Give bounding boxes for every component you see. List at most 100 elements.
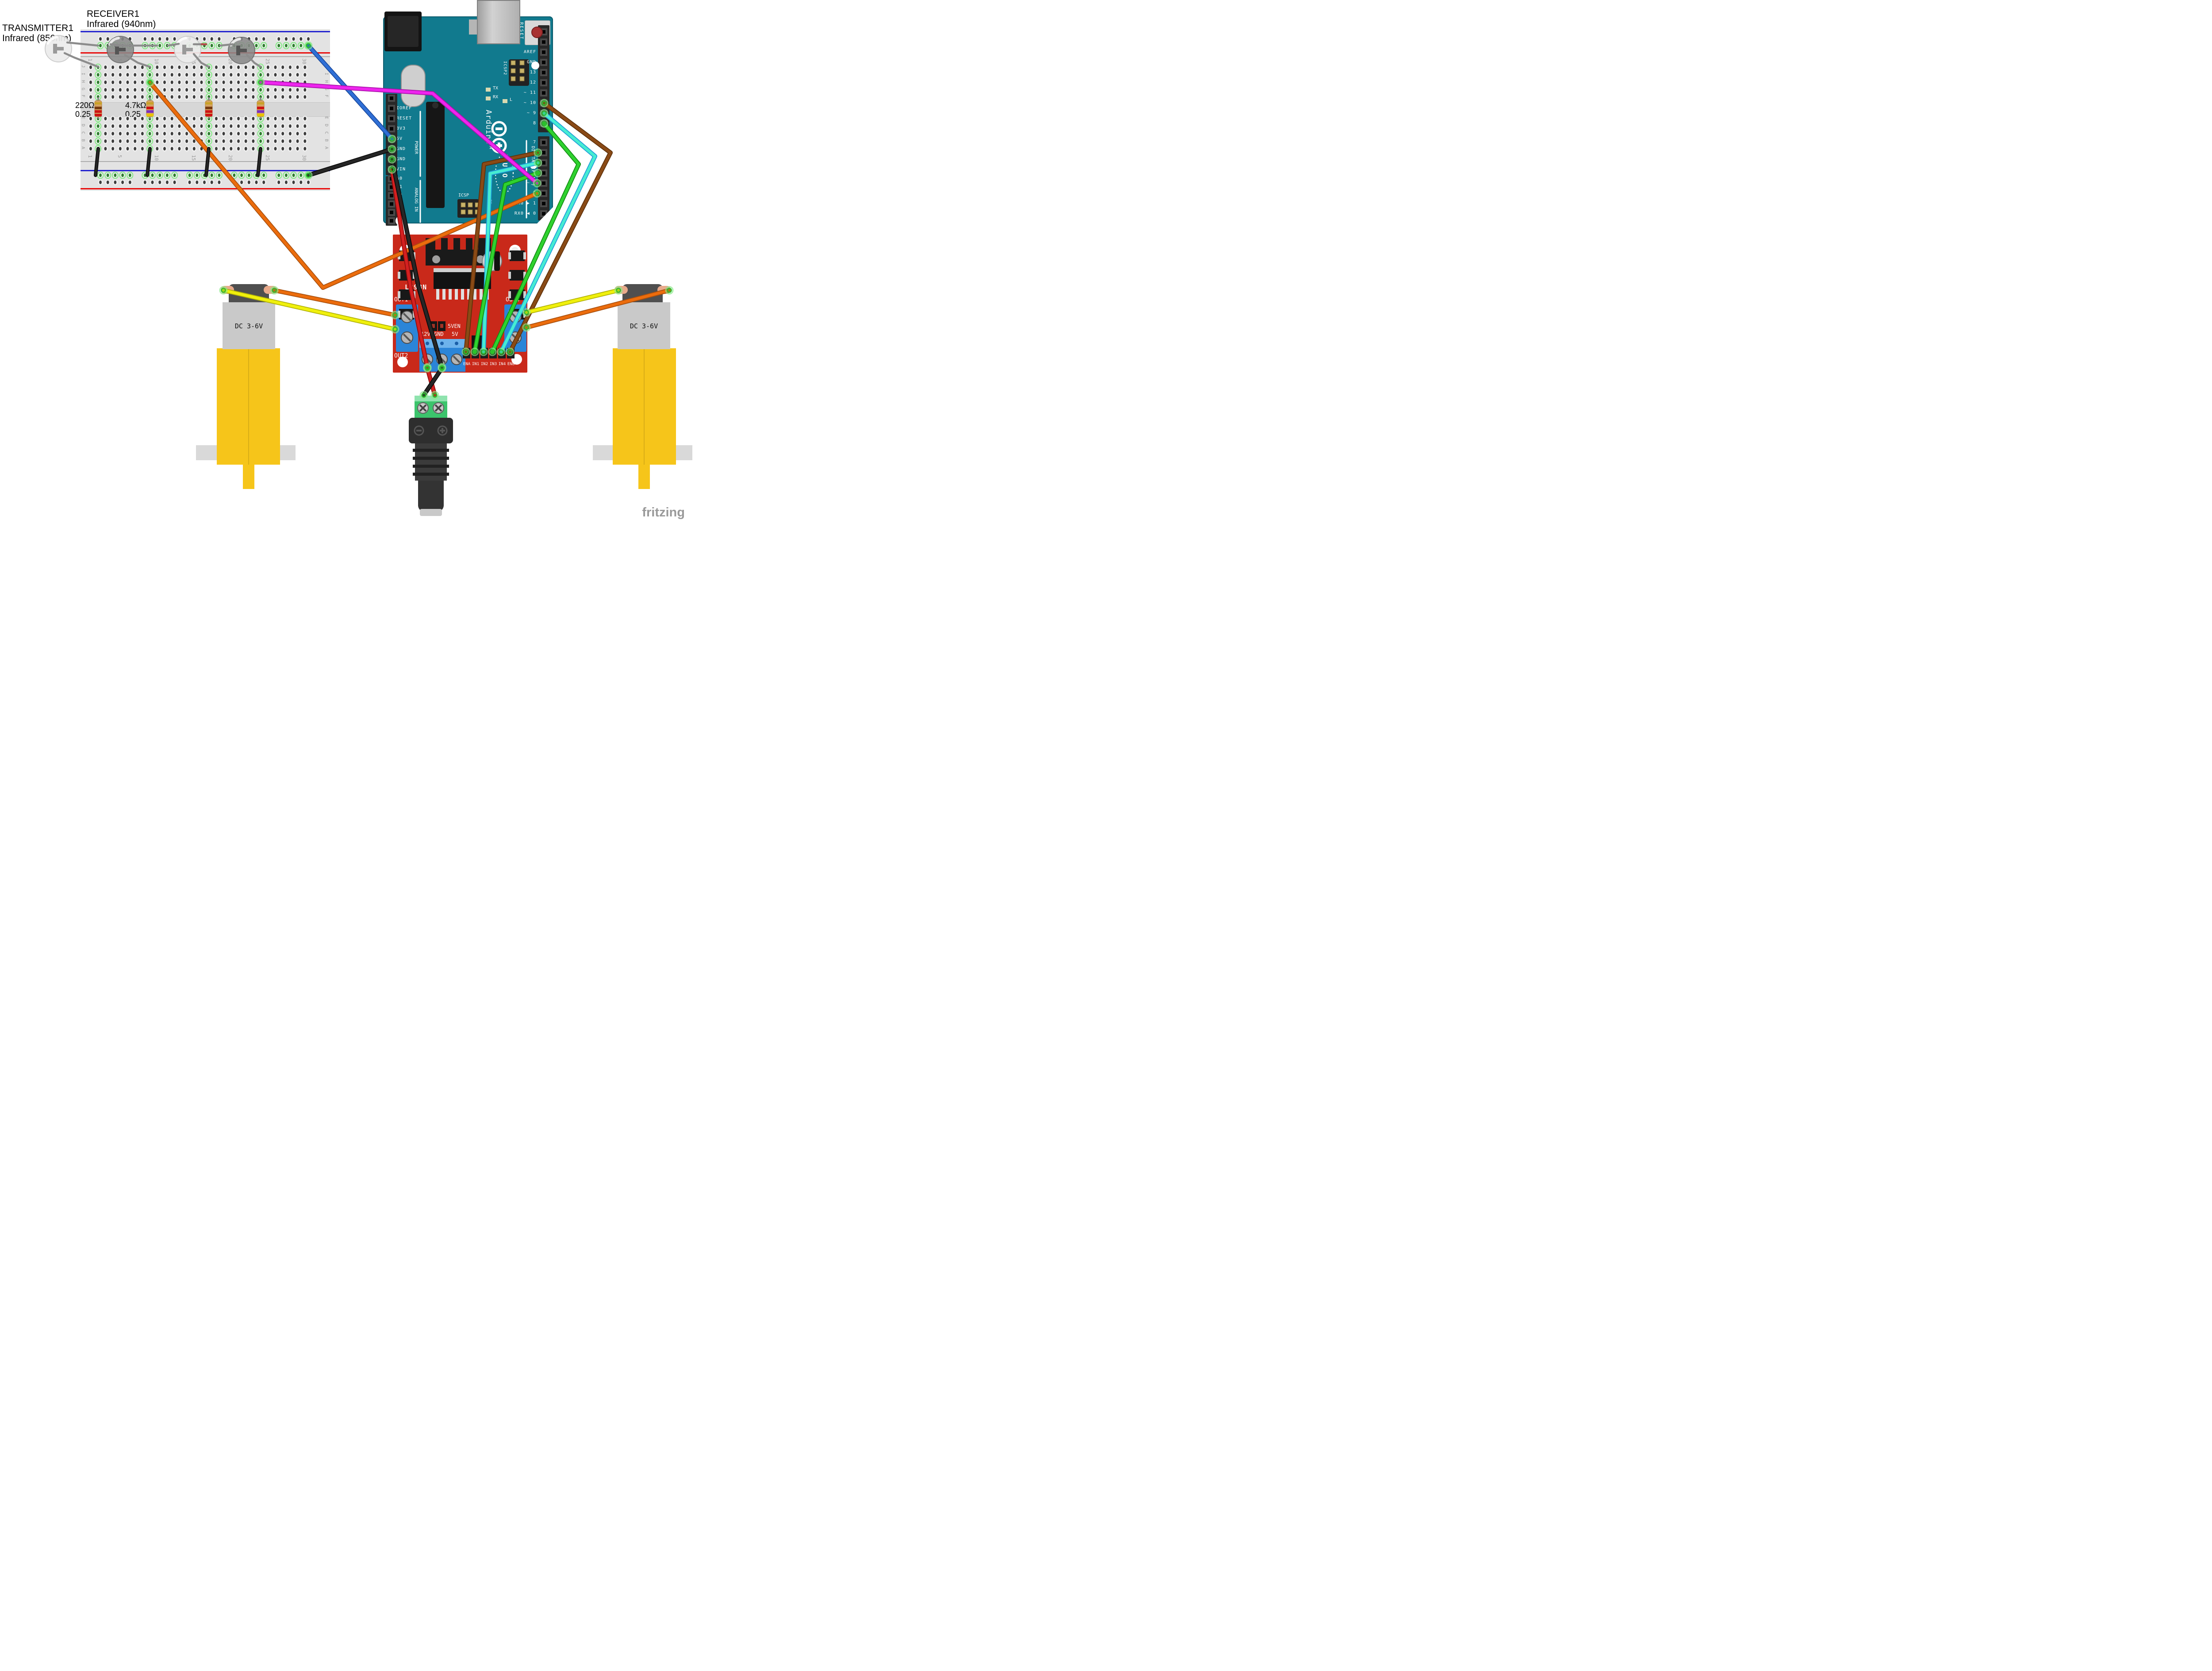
wire-motor-left-yellow: [222, 289, 397, 331]
connection-ring: [430, 391, 439, 400]
ic-pin: [480, 289, 483, 300]
l298n-heatsink-slot: [435, 238, 441, 250]
resistor1-label: 220Ω 0.25: [75, 101, 95, 119]
icsp-pin: [461, 209, 466, 215]
resistor1-power: 0.25: [75, 110, 91, 119]
heatsink-screw: [432, 255, 440, 263]
pin-label: VIN: [396, 167, 406, 172]
component-leg: [63, 52, 100, 68]
motor-left-gearbox: [223, 302, 275, 349]
receiver-title: RECEIVER1: [87, 9, 140, 19]
pin-label: GND: [396, 157, 406, 162]
driver-pin-label: ENA: [463, 362, 471, 366]
component-leg: [123, 54, 151, 68]
icsp2-pin: [519, 68, 525, 73]
connection-ring: [534, 158, 542, 167]
pin-label: 8: [533, 121, 536, 126]
connection-ring: [534, 169, 542, 177]
pin-label: ~ 3: [526, 181, 536, 185]
ic-pin: [449, 289, 452, 300]
connection-rings: [146, 41, 674, 400]
motor-right-label: DC 3-6V: [630, 322, 658, 330]
tx-led: [486, 88, 491, 92]
connection-ring: [438, 364, 446, 373]
wire-gnd-black-breadboard: [307, 147, 394, 177]
barrel-jack-body: [409, 418, 453, 443]
motor-right-shaft: [638, 465, 650, 489]
connection-ring: [533, 189, 541, 198]
connection-ring: [470, 347, 479, 356]
jumper-gnd-4: [257, 147, 262, 177]
wire-motor-left-orange: [273, 289, 397, 317]
component-leg: [66, 41, 100, 47]
fritzing-watermark: fritzing: [642, 505, 685, 520]
wire-vin-red: [390, 168, 429, 369]
connection-ring: [219, 286, 228, 295]
resistor-220-2: [205, 97, 213, 119]
driver-pin-label: ENB: [507, 362, 515, 366]
connection-ring: [391, 311, 399, 320]
pin-label: IOREF: [396, 106, 412, 111]
motor-left-label: DC 3-6V: [234, 322, 263, 330]
l298n-heatsink-slot: [460, 238, 466, 250]
pin-label: AREF: [523, 50, 536, 54]
pin-label: RX0 ◀ 0: [514, 211, 536, 216]
motor-left-shaft: [243, 465, 254, 489]
l298n-5v-label: 5V: [452, 331, 458, 337]
l298n-12v-label: 12V: [421, 331, 430, 337]
plus-symbol: [437, 425, 448, 436]
ic-pin: [467, 289, 470, 300]
breadboard-rail-line-red-bottom: [81, 188, 330, 189]
wire-pin9-cyan: [499, 112, 597, 354]
jumper-gnd-1: [94, 147, 100, 177]
pin-label: GND: [396, 146, 406, 151]
pin-header: [538, 136, 549, 220]
wire-motor-right-yellow: [525, 289, 620, 314]
pin-label: 5V: [396, 136, 403, 141]
arduino-logo: [491, 121, 507, 137]
connection-ring: [506, 347, 515, 356]
ic-pin: [461, 289, 464, 300]
icsp-pin: [468, 209, 473, 215]
pin-label: ~ 10: [523, 100, 536, 105]
connection-ring: [388, 165, 396, 174]
connection-ring: [423, 364, 432, 373]
receiver-label: RECEIVER1 Infrared (940nm): [87, 9, 156, 29]
connection-ring: [614, 286, 623, 295]
fritzing-diagram: TRANSMITTER1 Infrared (850nm) RECEIVER1 …: [0, 0, 694, 524]
connection-ring: [146, 78, 154, 87]
resistor-220-1: [94, 97, 102, 119]
icsp-label: ICSP: [458, 193, 469, 198]
ic-pin: [436, 289, 439, 300]
driver-pin-label: IN1: [472, 362, 480, 366]
jumper-gnd-2: [146, 147, 151, 177]
component-leg: [167, 42, 180, 47]
barrel-jack-plug: [418, 481, 444, 512]
ic-pin: [442, 289, 445, 300]
rx-led: [486, 96, 491, 100]
driver-pin-label: IN2: [480, 362, 488, 366]
resistor1-value: 220Ω: [75, 101, 95, 110]
crystal-oscillator: [401, 65, 426, 107]
wire-pin10-brown: [508, 101, 612, 354]
connection-ring: [497, 347, 506, 356]
icsp2-pin: [519, 60, 525, 65]
pin-header: [386, 94, 397, 175]
arduino-power-jack-inner: [388, 16, 419, 47]
connection-ring: [540, 119, 549, 128]
pin-label: 12: [530, 80, 536, 85]
smd-component: [510, 270, 525, 281]
usb-connector: [477, 0, 520, 44]
l298n-heatsink-slot: [448, 238, 453, 250]
resistor2-value: 4.7kΩ: [125, 101, 146, 110]
connection-ring: [540, 99, 549, 108]
wire-5v-blue: [307, 44, 394, 141]
icsp-header-pad: [457, 199, 479, 218]
rx-label: RX: [493, 95, 499, 100]
wire-receiver2-magenta: [259, 81, 539, 185]
usb-connector-tab: [469, 19, 477, 35]
l-label: L: [510, 97, 513, 102]
ic-pin: [455, 289, 458, 300]
connection-ring: [461, 347, 470, 356]
connection-ring: [534, 148, 542, 157]
